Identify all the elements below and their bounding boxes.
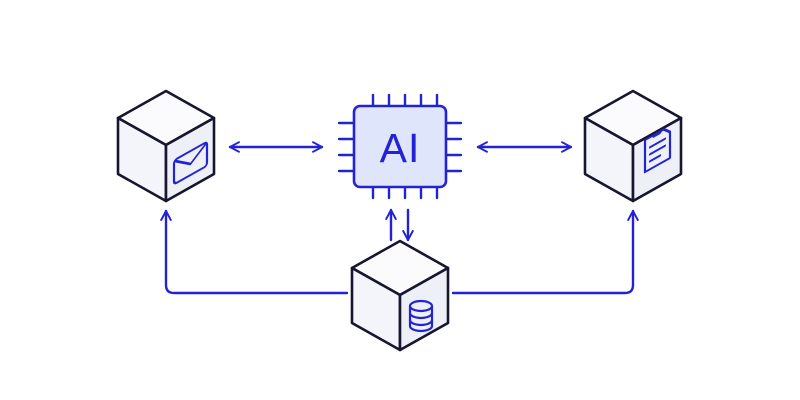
database-node bbox=[350, 239, 450, 352]
envelope-icon bbox=[172, 141, 209, 185]
chip-body bbox=[352, 104, 448, 189]
arrow-database-to-email bbox=[160, 209, 349, 295]
connectors bbox=[160, 141, 639, 295]
ai-label: AI bbox=[380, 125, 421, 171]
chip-pins bbox=[337, 93, 463, 200]
arrow-database-to-document bbox=[451, 209, 639, 295]
database-icon bbox=[408, 299, 434, 333]
document-node bbox=[583, 89, 683, 203]
email-node bbox=[116, 89, 216, 203]
chip-icon: AI bbox=[337, 93, 463, 200]
document-icon bbox=[643, 128, 672, 174]
